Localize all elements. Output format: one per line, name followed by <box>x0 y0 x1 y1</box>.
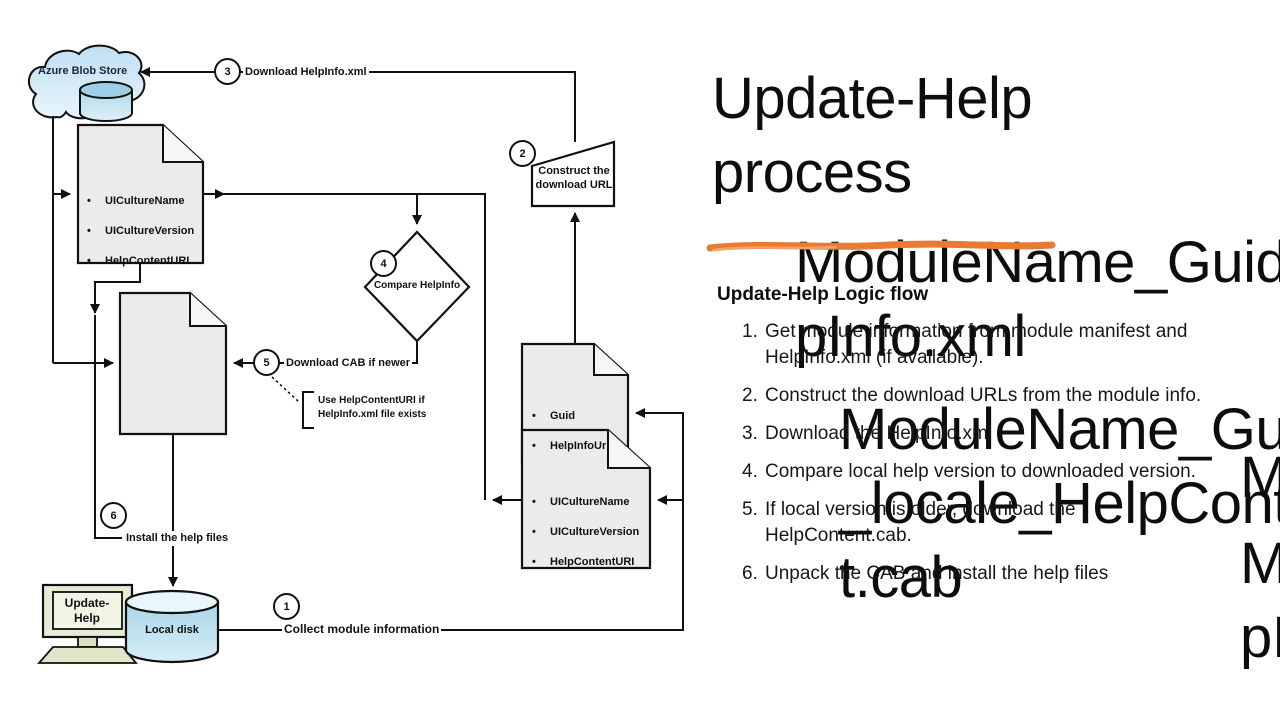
doc-bullet: HelpInfoUri <box>550 440 610 452</box>
edge-label-collect: Collect module information <box>282 622 442 637</box>
cloud-label: Azure Blob Store <box>38 65 128 77</box>
bullet-icon <box>528 409 550 424</box>
document-helpinfo-remote <box>76 123 205 265</box>
local-disk-top <box>124 589 220 615</box>
process-construct-url <box>530 140 616 208</box>
list-item: 1. Get module information from module ma… <box>717 319 1220 371</box>
document-helpcontent-cab <box>118 291 228 436</box>
process-label: Construct the download URL <box>535 165 613 191</box>
step-badge-5: 5 <box>253 349 280 376</box>
computer-screen-label: Update- Help <box>64 596 110 625</box>
list-number: 1. <box>742 321 758 342</box>
step-badge-2: 2 <box>509 140 536 167</box>
bullet-icon <box>83 194 105 209</box>
section-heading: Update-Help Logic flow <box>717 284 929 305</box>
bullet-icon <box>528 439 550 454</box>
orange-divider <box>706 240 1056 252</box>
doc-bullet: UICultureName <box>105 195 185 207</box>
step-badge-1: 1 <box>273 593 300 620</box>
doc-cab-text: ModuleName_Guid _locale_HelpConten t.cab <box>127 331 1280 610</box>
local-disk-label: Local disk <box>145 624 199 636</box>
doc-title: ModuleName_Guid _locale_HelpConten t.cab <box>839 397 1280 611</box>
list-number: 2. <box>742 385 758 406</box>
doc-bullet: HelpContentURI <box>550 556 635 568</box>
list-number: 3. <box>742 423 758 444</box>
step-badge-6: 6 <box>100 502 127 529</box>
computer <box>37 583 138 664</box>
blob-cylinder-top <box>79 81 133 99</box>
list-number: 6. <box>742 563 758 584</box>
list-item: 5. If local version is older, download t… <box>717 497 1220 549</box>
logic-flow-list: 1. Get module information from module ma… <box>717 319 1220 599</box>
list-item: 3. Download the HelpInfo.xml <box>717 421 1220 447</box>
list-text: Get module information from module manif… <box>765 321 1188 368</box>
bullet-icon <box>83 254 105 269</box>
page-title: Update-Help process <box>712 66 1033 206</box>
note-helpcontenturi: Use HelpContentURI if HelpInfo.xml file … <box>318 395 427 420</box>
list-text: Download the HelpInfo.xml <box>765 423 993 444</box>
doc-helpinfo-local-text: ModuleName_Guid_Hel pInfo.xml UICultureN… <box>528 465 1280 670</box>
step-badge-4: 4 <box>370 250 397 277</box>
step-badge-3: 3 <box>214 58 241 85</box>
bullet-icon <box>528 495 550 510</box>
edge-label-download-helpinfo: Download HelpInfo.xml <box>243 65 369 80</box>
list-number: 5. <box>742 499 758 520</box>
doc-bullet: UICultureVersion <box>550 526 640 538</box>
local-disk-body <box>124 602 220 664</box>
list-text: If local version is older, download the … <box>765 499 1076 546</box>
doc-title: ModuleName_Guid_Hel pInfo.xml <box>795 230 1280 370</box>
edge-label-install: Install the help files <box>124 531 231 546</box>
list-item: 6. Unpack the CAB and install the help f… <box>717 561 1220 587</box>
flowchart-canvas <box>27 44 684 664</box>
doc-bullet: UICultureVersion <box>105 225 195 237</box>
list-text: Compare local help version to downloaded… <box>765 461 1196 482</box>
decision-label: Compare HelpInfo <box>373 280 461 291</box>
bullet-icon <box>83 224 105 239</box>
doc-bullet: HelpContentURI <box>105 255 190 267</box>
bullet-icon <box>528 555 550 570</box>
doc-psd1-text: ModuleName.psd1 Guid HelpInfoUri <box>528 379 1280 510</box>
doc-bullet: UICultureName <box>550 496 630 508</box>
list-item: 4. Compare local help version to downloa… <box>717 459 1220 485</box>
doc-title: ModuleName_Guid_Hel pInfo.xml <box>1240 531 1280 671</box>
document-helpinfo-local <box>520 428 652 570</box>
list-text: Construct the download URLs from the mod… <box>765 385 1202 406</box>
doc-helpinfo-remote-text: ModuleName_Guid_Hel pInfo.xml UICultureN… <box>83 164 1280 369</box>
list-item: 2. Construct the download URLs from the … <box>717 383 1220 409</box>
bullet-icon <box>528 525 550 540</box>
edge-label-download-cab: Download CAB if newer <box>284 356 413 371</box>
list-text: Unpack the CAB and install the help file… <box>765 563 1109 584</box>
doc-bullet: Guid <box>550 410 576 422</box>
doc-title: ModuleName.psd1 <box>1240 445 1280 510</box>
list-number: 4. <box>742 461 758 482</box>
